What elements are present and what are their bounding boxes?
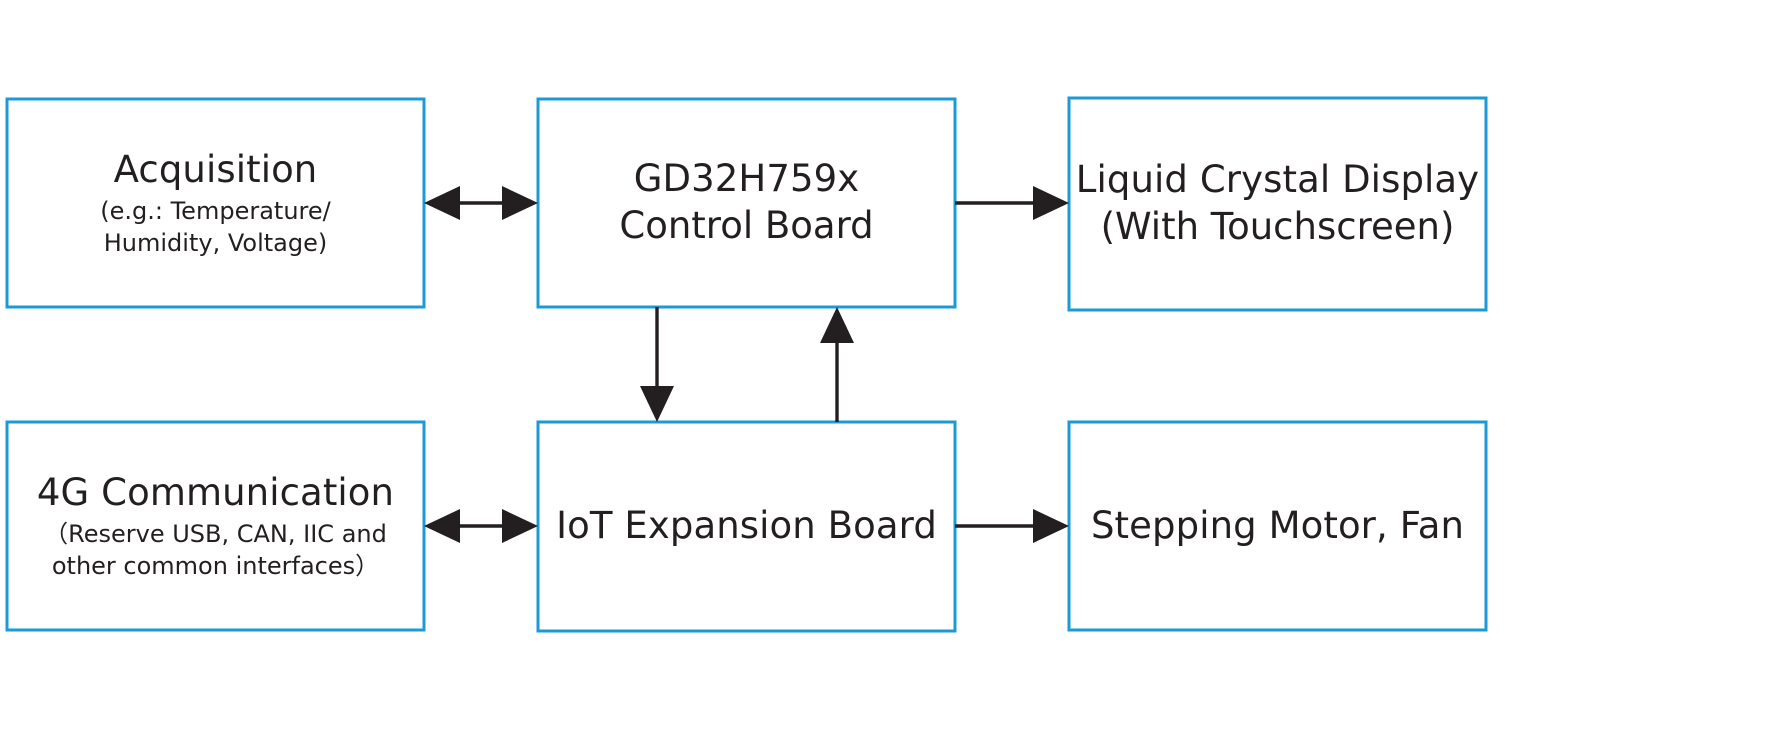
node-box-lcd[interactable] [1067,96,1488,312]
node-box-control-board[interactable] [536,97,957,309]
edge-control-board-iot [640,307,674,422]
edge-iot-stepping-motor [955,509,1069,543]
arrow-head-up-icon [820,307,854,343]
arrow-head-right-icon [502,509,538,543]
edge-acquisition-control-board [424,186,538,220]
node-box-acquisition[interactable] [5,97,426,309]
edge-iot-control-board [820,307,854,422]
arrow-head-left-icon [424,186,460,220]
node-box-iot-expansion-board[interactable] [536,420,957,633]
arrow-head-right-icon [1033,186,1069,220]
arrow-head-right-icon [1033,509,1069,543]
edge-4g-iot [424,509,538,543]
arrow-head-left-icon [424,509,460,543]
node-box-stepping-motor-fan[interactable] [1067,420,1488,632]
node-box-4g-communication[interactable] [5,420,426,632]
arrow-head-right-icon [502,186,538,220]
arrow-head-down-icon [640,386,674,422]
edge-control-board-lcd [955,186,1069,220]
